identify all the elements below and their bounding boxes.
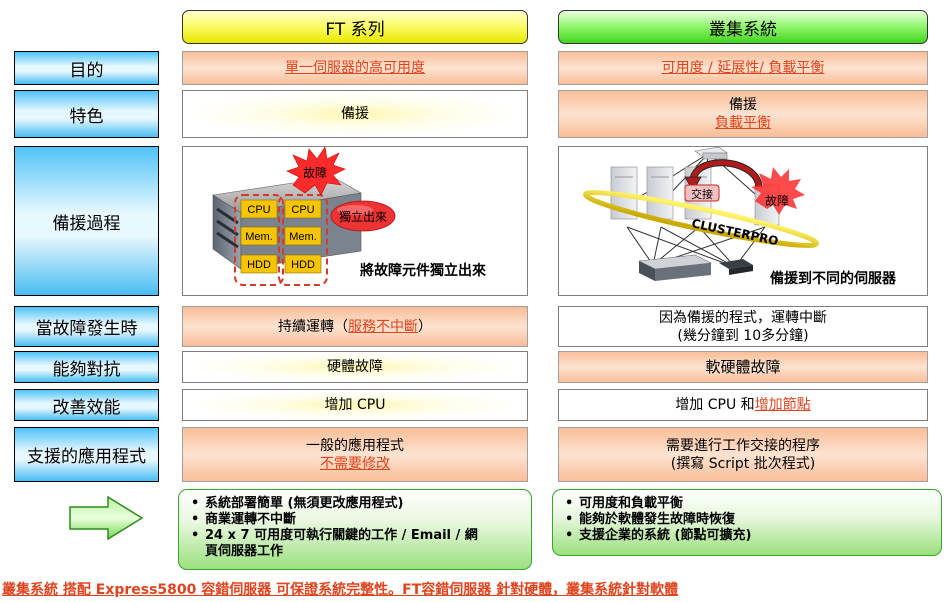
row-label-improve: 改善效能 [14, 389, 159, 421]
ft-module-label: HDD [291, 259, 315, 271]
ft-improve: 增加 CPU [182, 389, 528, 421]
ft-module-label: HDD [247, 259, 271, 271]
cluster-fault-burst-icon [751, 167, 805, 215]
header-ft: FT 系列 [182, 10, 528, 44]
ft-process-caption: 將故障元件獨立出來 [360, 262, 486, 279]
cluster-resist: 軟硬體故障 [558, 351, 928, 383]
takeover-tag-icon [684, 184, 720, 202]
ft-server-diagram: CPU CPU Mem. Mem. HDD HDD 故障 獨立出來 將故障元件獨… [212, 147, 486, 286]
row-label-process: 備援過程 [14, 146, 159, 296]
summary-cluster-item: 可用度和負載平衡 [561, 496, 933, 512]
ft-module-label: Mem. [289, 231, 317, 243]
cluster-fault: 因為備援的程式，運轉中斷(幾分鐘到 10多分鐘) [558, 306, 928, 347]
cluster-fault-label: 故障 [765, 193, 789, 208]
ft-apps: 一般的應用程式不需要修改 [182, 427, 528, 482]
footer-note: 叢集系統 搭配 Express5800 容錯伺服器 可保證系統完整性。FT容錯伺… [2, 582, 679, 598]
ft-module-group-left [234, 194, 284, 286]
ft-feature: 備援 [182, 90, 528, 138]
summary-ft: 系統部署簡單 (無須更改應用程式) 商業運轉不中斷 24 x 7 可用度可執行關… [178, 489, 532, 570]
row-label-fault: 當故障發生時 [14, 306, 159, 347]
ft-module-group-right [278, 194, 328, 286]
storage-icon [637, 254, 713, 281]
cluster-purpose: 可用度 / 延展性/ 負載平衡 [558, 51, 928, 85]
clusterpro-ring [583, 190, 819, 248]
ft-module-label: CPU [247, 204, 270, 216]
ft-fault: 持續運轉（服務不中斷） [182, 306, 528, 347]
summary-cluster-item: 支援企業的系統 (節點可擴充) [561, 528, 933, 544]
summary-cluster: 可用度和負載平衡 能夠於軟體發生故障時恢復 支援企業的系統 (節點可擴充) [552, 489, 942, 556]
arrow-right-icon [69, 496, 144, 540]
cluster-feature: 備援負載平衡 [558, 90, 928, 138]
ft-module-label: CPU [291, 204, 314, 216]
header-ft-label: FT 系列 [325, 19, 385, 40]
ft-modules [240, 199, 322, 274]
header-cluster-label: 叢集系統 [709, 19, 777, 40]
ft-resist: 硬體故障 [182, 351, 528, 383]
ft-module-label: Mem. [245, 231, 273, 243]
fibre-switch-icon [719, 259, 753, 275]
ft-fault-label: 故障 [303, 165, 327, 180]
cluster-diagram: CLUSTERPRO 交接 故障 備援到不同的伺服器 [583, 147, 897, 287]
row-label-purpose: 目的 [14, 51, 159, 85]
summary-ft-item: 24 x 7 可用度可執行關鍵的工作 / Email / 網 [187, 528, 523, 544]
row-label-feature: 特色 [14, 90, 159, 138]
ft-isolate-label: 獨立出來 [339, 209, 387, 224]
summary-ft-item-continued: 頁伺服器工作 [205, 544, 284, 559]
summary-ft-item: 商業運轉不中斷 [187, 512, 523, 528]
summary-ft-item: 系統部署簡單 (無須更改應用程式) [187, 496, 523, 512]
takeover-label: 交接 [691, 187, 713, 201]
cluster-process-caption: 備援到不同的伺服器 [770, 270, 897, 287]
fault-burst-icon [286, 147, 346, 196]
row-label-apps: 支援的應用程式 [14, 427, 159, 482]
ft-purpose: 單一伺服器的高可用度 [182, 51, 528, 85]
cluster-apps: 需要進行工作交接的程序(撰寫 Script 批次程式) [558, 427, 928, 482]
cluster-improve: 增加 CPU 和增加節點 [558, 389, 928, 421]
header-cluster: 叢集系統 [558, 10, 928, 44]
row-label-resist: 能夠對抗 [14, 351, 159, 383]
summary-cluster-item: 能夠於軟體發生故障時恢復 [561, 512, 933, 528]
